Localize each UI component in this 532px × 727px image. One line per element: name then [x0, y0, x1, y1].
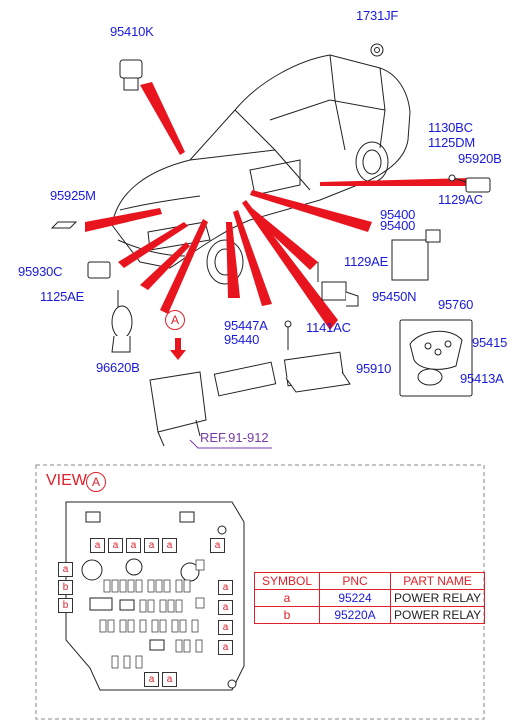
part-label-1130bc: 1130BC	[428, 120, 473, 135]
reference-label[interactable]: REF.91-912	[200, 430, 269, 445]
relay-marker: a	[218, 600, 233, 615]
part-label-95410k: 95410K	[110, 24, 154, 39]
part-label-96620b: 96620B	[96, 360, 140, 375]
part-label-95413a: 95413A	[460, 371, 504, 386]
view-a-marker: A	[165, 310, 185, 330]
relay-marker: a	[218, 580, 233, 595]
part-label-95925m: 95925M	[50, 188, 96, 203]
part-label-95930c: 95930C	[18, 264, 63, 279]
view-title: VIEW	[46, 472, 87, 489]
legend-part-name: POWER RELAY	[389, 589, 486, 607]
legend-row: b 95220A POWER RELAY	[254, 606, 486, 624]
legend-pnc[interactable]: 95224	[319, 589, 391, 607]
relay-marker: a	[162, 672, 177, 687]
relay-marker: a	[90, 538, 105, 553]
component-sketches	[50, 43, 491, 447]
part-label-95910: 95910	[356, 361, 392, 376]
part-label-95447a: 95447A	[224, 318, 268, 333]
legend-header-symbol: SYMBOL	[254, 572, 320, 590]
reference-leader	[189, 439, 272, 449]
legend-part-name: POWER RELAY	[389, 606, 486, 624]
part-label-1731jf: 1731JF	[356, 8, 399, 23]
leader-wedges	[85, 82, 470, 330]
legend-pnc[interactable]: 95220A	[319, 606, 391, 624]
part-label-95440: 95440	[224, 332, 260, 347]
relay-marker: a	[144, 538, 159, 553]
part-label-1125ae: 1125AE	[40, 289, 85, 304]
part-label-1141ac: 1141AC	[306, 320, 351, 335]
relay-marker: a	[126, 538, 141, 553]
relay-marker: a	[108, 538, 123, 553]
legend-symbol: a	[254, 589, 320, 607]
relay-marker: b	[58, 598, 73, 613]
relay-marker: a	[218, 640, 233, 655]
relay-marker: a	[162, 538, 177, 553]
relay-marker: a	[210, 538, 225, 553]
relay-marker: a	[144, 672, 159, 687]
fuse-block	[65, 501, 245, 691]
view-title-marker: A	[86, 472, 106, 492]
part-label-1129ae: 1129AE	[344, 254, 389, 269]
part-label-1125dm: 1125DM	[428, 135, 475, 150]
relay-marker: b	[58, 580, 73, 595]
legend-header-part-name: PART NAME	[389, 572, 486, 590]
relay-legend-table: SYMBOL PNC PART NAME a 95224 POWER RELAY…	[254, 572, 486, 624]
legend-symbol: b	[254, 606, 320, 624]
part-label-95760: 95760	[438, 297, 474, 312]
fuse-slots	[99, 559, 205, 669]
legend-header-pnc: PNC	[319, 572, 391, 590]
part-label-1129ac: 1129AC	[438, 192, 483, 207]
part-label-95400-b: 95400	[380, 218, 416, 233]
relay-marker: a	[218, 620, 233, 635]
part-label-95415: 95415	[472, 335, 508, 350]
part-label-95450n: 95450N	[372, 289, 417, 304]
vehicle-outline	[111, 54, 411, 285]
legend-header-row: SYMBOL PNC PART NAME	[254, 572, 486, 590]
part-label-95400-a: 95400	[380, 207, 416, 222]
legend-row: a 95224 POWER RELAY	[254, 589, 486, 607]
part-label-95920b: 95920B	[458, 151, 502, 166]
relay-marker: a	[58, 562, 73, 577]
